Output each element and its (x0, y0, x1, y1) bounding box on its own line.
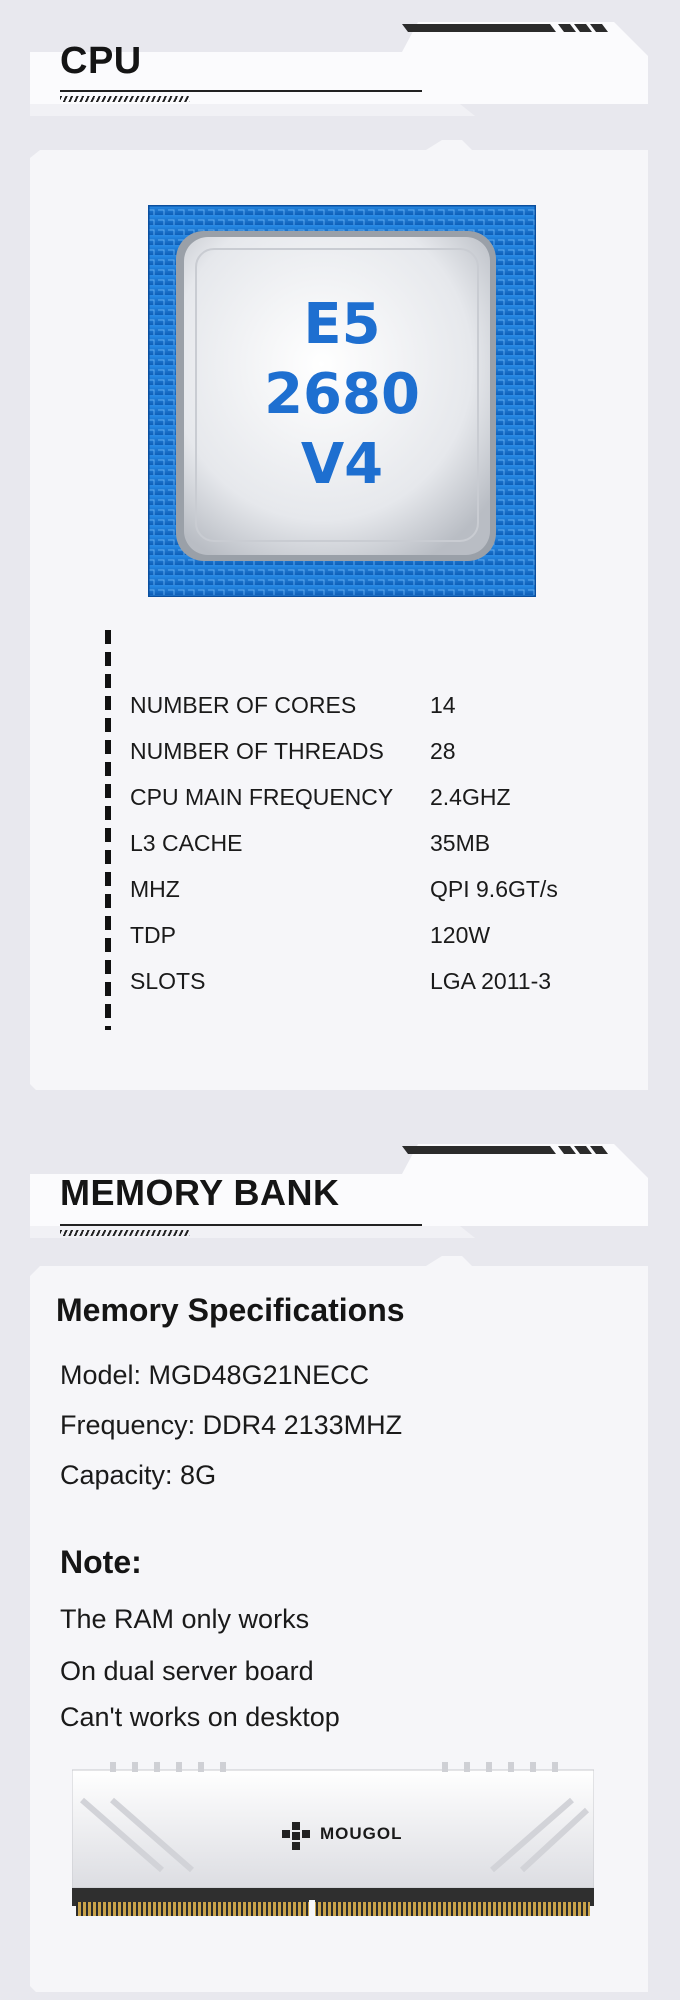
ram-brand-label: MOUGOL (320, 1824, 403, 1843)
spec-value: 120W (430, 922, 491, 948)
memory-frequency: Frequency: DDR4 2133MHZ (60, 1410, 403, 1440)
spec-list-accent-bar (105, 630, 111, 1030)
spec-label: TDP (130, 922, 176, 948)
spec-value: LGA 2011-3 (430, 968, 552, 994)
spec-value: 28 (430, 738, 456, 764)
spec-label: SLOTS (130, 968, 206, 994)
note-heading: Note: (60, 1544, 142, 1580)
spec-value: 14 (430, 692, 456, 718)
memory-capacity: Capacity: 8G (60, 1460, 217, 1490)
cpu-chip-image: E5 2680 V4 (146, 203, 538, 599)
spec-label: NUMBER OF THREADS (130, 738, 384, 764)
section-title: MEMORY BANK (60, 1172, 340, 1213)
spec-label: CPU MAIN FREQUENCY (130, 784, 394, 810)
note-line-1: The RAM only works (60, 1604, 310, 1634)
spec-label: L3 CACHE (130, 830, 243, 856)
chip-label-line-3: V4 (300, 432, 384, 497)
header-hatch-decoration (60, 1230, 190, 1236)
spec-value: QPI 9.6GT/s (430, 876, 558, 902)
spec-value: 35MB (430, 830, 491, 856)
spec-label: MHZ (130, 876, 180, 902)
spec-label: NUMBER OF CORES (130, 692, 357, 718)
memory-spec-heading: Memory Specifications (56, 1292, 405, 1328)
memory-model: Model: MGD48G21NECC (60, 1360, 370, 1390)
ram-module-image: MOUGOL (71, 1760, 595, 1920)
header-underline (60, 90, 422, 92)
spec-value: 2.4GHZ (430, 784, 511, 810)
page-title: CPU (60, 40, 142, 82)
note-line-3: Can't works on desktop (60, 1702, 340, 1732)
memory-section-header: MEMORY BANK (30, 1140, 648, 1244)
cpu-section-header: CPU (30, 18, 648, 122)
ram-brand-logo-icon (282, 1822, 310, 1850)
note-line-2: On dual server board (60, 1656, 314, 1686)
chip-label-line-2: 2680 (264, 362, 420, 427)
header-hatch-decoration (60, 96, 190, 102)
header-underline (60, 1224, 422, 1226)
chip-label-line-1: E5 (303, 292, 381, 357)
